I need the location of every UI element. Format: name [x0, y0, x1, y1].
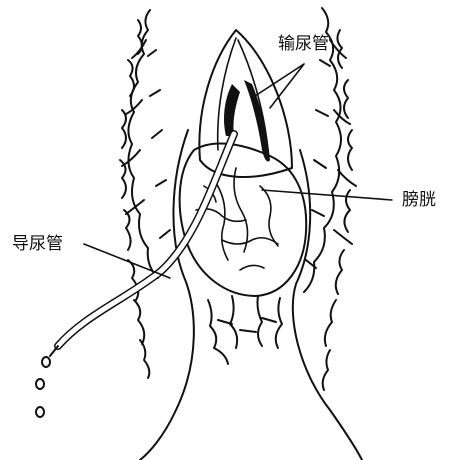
- urine-drop: [42, 357, 50, 367]
- catheter-tube: [58, 134, 234, 346]
- catheter-tube-core: [58, 134, 234, 346]
- catheter-tip: [50, 346, 58, 356]
- catheter-leader-line: [84, 244, 170, 278]
- bladder-leader-line: [262, 190, 392, 200]
- outer-contour-left: [140, 130, 194, 460]
- bladder-label: 膀胱: [402, 192, 436, 209]
- right-hair-region: [304, 8, 356, 390]
- urine-drop: [36, 407, 44, 417]
- left-hair-region: [120, 10, 170, 378]
- urine-drop: [36, 379, 44, 389]
- ureter-label: 输尿管: [278, 36, 329, 53]
- catheter-label: 导尿管: [12, 236, 63, 253]
- lower-hair-region: [208, 296, 282, 364]
- bladder-vessels: [196, 168, 278, 270]
